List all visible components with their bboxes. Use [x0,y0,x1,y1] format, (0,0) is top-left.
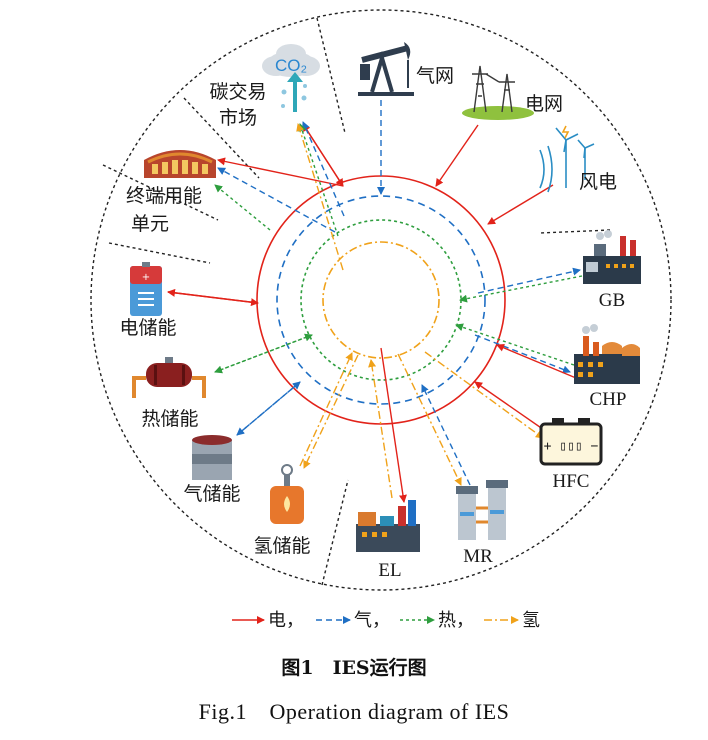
figure-caption-zh: 图1 IES运行图 [281,657,427,679]
carbon-market-label-line2: 市场 [219,107,257,129]
legend-electricity: 电， [268,610,304,631]
electricity-storage-label: 电储能 [119,317,176,339]
co2-cloud-icon: CO₂ [262,44,320,112]
battery-icon: + [130,262,162,316]
legend-gas: 气， [354,610,390,631]
gas-bus-ring [276,195,486,405]
svg-text:+: + [142,272,150,283]
gb-label: GB [599,290,625,311]
hydrogen-fuel-cell-icon: + ▯▯▯ − [539,418,603,466]
legend-hydrogen: 氢 [522,610,540,631]
hydrogen-storage-label: 氢储能 [253,535,310,557]
hydrogen-bus-ring [322,241,440,359]
methanation-reactor-icon [456,480,508,540]
terminal-label-line1: 终端用能 [126,185,202,207]
chp-plant-icon [574,324,640,384]
gas-boiler-factory-icon [583,230,641,284]
terminal-building-icon [144,150,216,178]
heat-bus-ring [300,219,462,381]
flow-arrows [167,100,583,503]
heat-storage-label: 热储能 [141,408,198,430]
gas-storage-label: 气储能 [183,483,240,505]
hydrogen-tank-icon [270,464,304,524]
figure-caption-en: Fig.1 Operation diagram of IES [198,699,510,724]
chp-label: CHP [590,389,627,410]
transmission-tower-icon [462,65,534,120]
hfc-label: HFC [553,471,590,492]
power-grid-label: 电网 [525,93,563,115]
terminal-label-line2: 单元 [131,213,169,235]
carbon-market-label-line1: 碳交易 [209,81,266,103]
pumpjack-icon [358,42,414,96]
svg-text:+ ▯▯▯ −: + ▯▯▯ − [544,439,599,454]
outer-ring [90,9,672,591]
el-label: EL [378,560,401,581]
ies-operation-diagram: CO₂ 碳交易 市场 气网 电网 风电 [90,9,672,631]
wind-turbine-icon [539,125,595,193]
legend: 电， 气， 热， 氢 [232,610,540,631]
mr-label: MR [463,546,493,567]
gas-grid-label: 气网 [416,65,454,87]
heat-tank-icon [132,357,206,398]
electrolyzer-factory-icon [356,500,420,552]
co2-label: CO₂ [275,56,307,75]
legend-heat: 热， [438,610,474,631]
gas-tank-icon [192,435,232,480]
wind-label: 风电 [579,171,617,193]
